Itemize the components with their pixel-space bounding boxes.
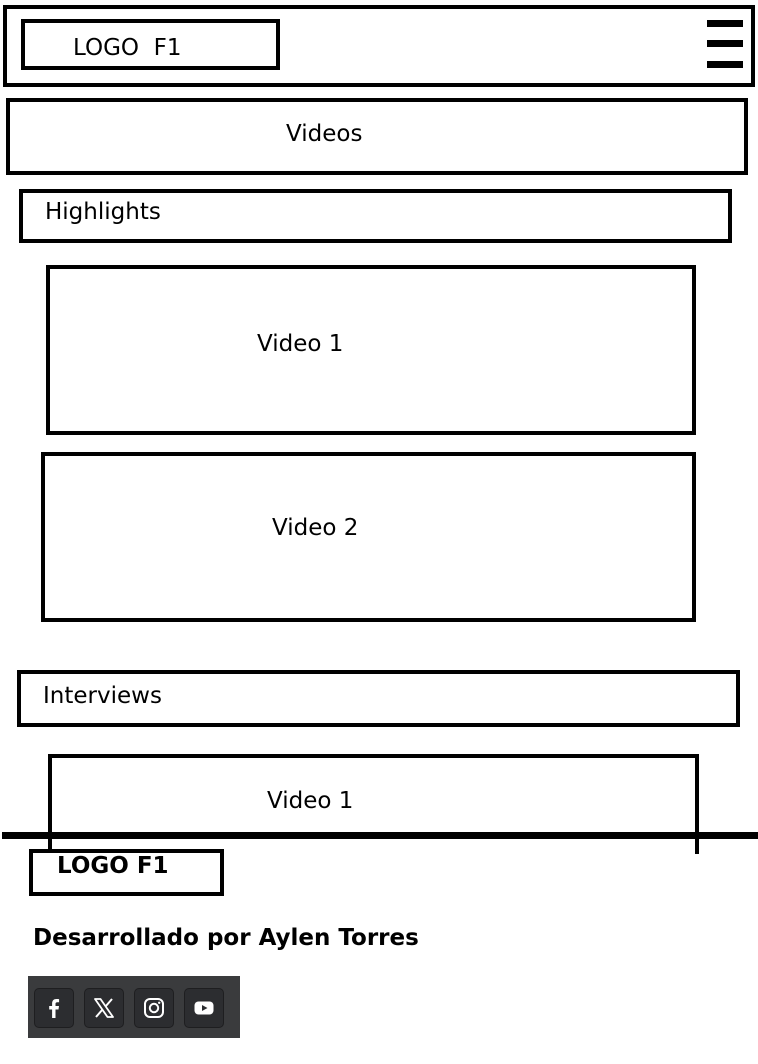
youtube-icon [194,1001,214,1015]
facebook-button[interactable] [34,988,74,1028]
hamburger-menu-icon[interactable] [707,20,743,68]
videos-title: Videos [286,121,363,147]
instagram-icon [144,998,164,1018]
developer-credit: Desarrollado por Aylen Torres [33,925,419,951]
video-label: Video 1 [257,331,344,357]
instagram-button[interactable] [134,988,174,1028]
videos-section-header [6,98,748,175]
social-links [28,976,240,1038]
highlights-section-header [19,189,732,243]
footer-logo-text: LOGO F1 [57,853,169,879]
youtube-button[interactable] [184,988,224,1028]
highlights-video-1[interactable] [46,265,696,435]
footer-logo[interactable] [29,849,224,896]
video-label: Video 1 [267,788,354,814]
video-label: Video 2 [272,515,359,541]
x-button[interactable] [84,988,124,1028]
x-icon [94,998,114,1018]
interviews-section-header [17,670,740,727]
interviews-video-1[interactable] [48,754,699,854]
logo-text: LOGO F1 [73,35,182,61]
logo[interactable] [21,19,280,70]
interviews-label: Interviews [43,683,162,709]
facebook-icon [49,999,60,1018]
highlights-label: Highlights [45,199,161,225]
footer-divider [2,832,758,839]
highlights-video-2[interactable] [41,452,696,622]
